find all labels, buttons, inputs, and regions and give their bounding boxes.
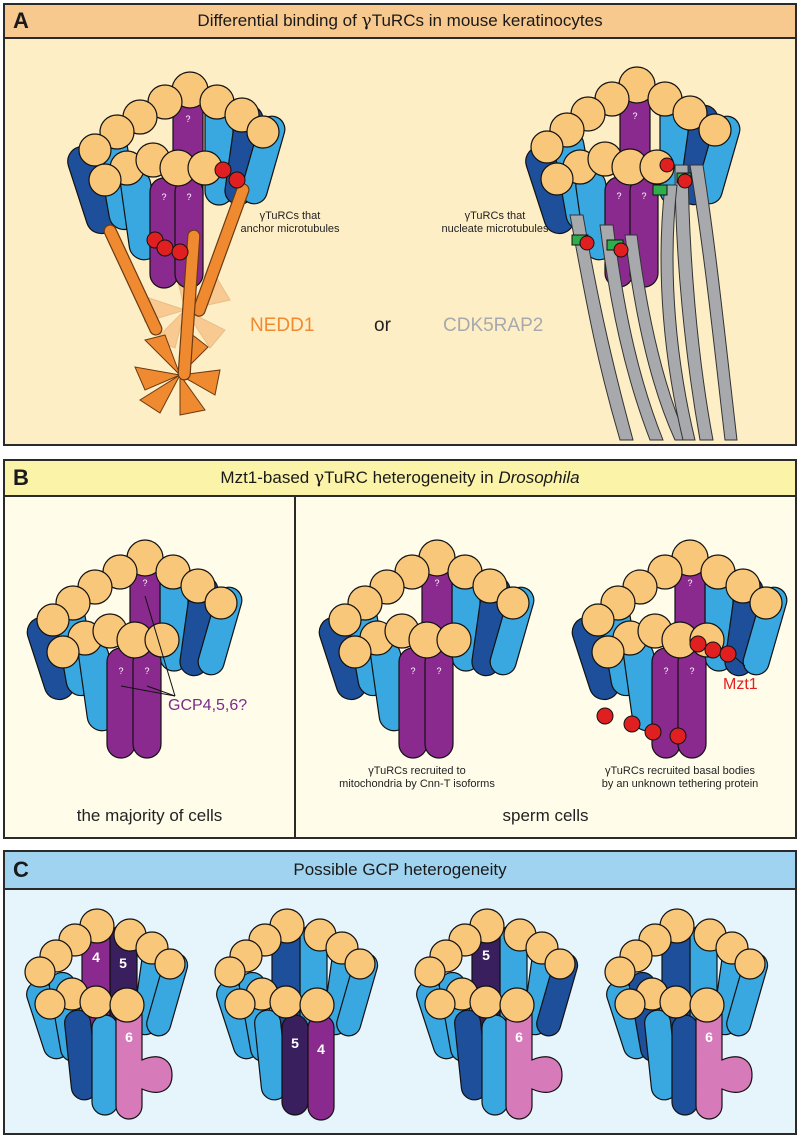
majority-cells-label: the majority of cells xyxy=(76,806,223,825)
gcp-number: 6 xyxy=(705,1029,713,1045)
gcp-number: 5 xyxy=(482,947,490,963)
question-mark: ? xyxy=(616,191,621,201)
panel-c-title: Possible GCP heterogeneity xyxy=(293,860,507,879)
question-mark: ? xyxy=(641,191,646,201)
question-mark: ? xyxy=(689,666,694,676)
gcp-ring-variant-4: 6 xyxy=(604,908,769,1120)
drosophila-turc-majority: ? ? ? xyxy=(26,539,243,759)
mitochondria-caption: γTuRCs recruited to mitochondria by Cnn-… xyxy=(339,765,495,790)
gcp-number: 5 xyxy=(291,1035,299,1051)
panel-b-header: Mzt1-based γTuRC heterogeneity in Drosop… xyxy=(5,461,795,497)
gcp-number: 4 xyxy=(317,1041,325,1057)
question-mark: ? xyxy=(687,578,692,588)
gcp-label: GCP4,5,6? xyxy=(168,697,248,714)
panel-a-header: Differential binding of γTuRCs in mouse … xyxy=(5,5,795,39)
drosophila-turc-mitochondria: ? ? ? xyxy=(318,539,535,759)
basal-body-caption: γTuRCs recruited basal bodies by an unkn… xyxy=(601,765,759,790)
sperm-cells-label: sperm cells xyxy=(502,806,589,825)
panel-b-letter: B xyxy=(13,465,29,490)
panel-a: Differential binding of γTuRCs in mouse … xyxy=(3,3,797,446)
panel-b: Mzt1-based γTuRC heterogeneity in Drosop… xyxy=(3,459,797,839)
panel-b-divider xyxy=(294,497,296,837)
nucleate-caption: γTuRCs that nucleate microtubules xyxy=(441,210,549,235)
panel-c: Possible GCP heterogeneity C 4 5 6 xyxy=(3,850,797,1135)
question-mark: ? xyxy=(142,578,147,588)
gcp-ring-variant-3: 5 6 xyxy=(414,908,579,1120)
gcp-number: 4 xyxy=(92,949,100,965)
question-mark: ? xyxy=(663,666,668,676)
panel-c-header: Possible GCP heterogeneity xyxy=(5,852,795,890)
panel-a-title: Differential binding of γTuRCs in mouse … xyxy=(197,11,603,31)
nucleating-turc-complex: ? ? ? xyxy=(525,66,741,441)
question-mark: ? xyxy=(161,192,166,202)
panel-b-title: Mzt1-based γTuRC heterogeneity in Drosop… xyxy=(220,468,580,488)
anchoring-turc-complex: ? ? ? xyxy=(67,71,286,416)
question-mark: ? xyxy=(118,666,123,676)
panel-a-letter: A xyxy=(13,8,29,33)
question-mark: ? xyxy=(144,666,149,676)
gcp-number: 5 xyxy=(119,955,127,971)
question-mark: ? xyxy=(632,111,637,121)
question-mark: ? xyxy=(410,666,415,676)
question-mark: ? xyxy=(185,114,190,124)
question-mark: ? xyxy=(186,192,191,202)
panel-c-letter: C xyxy=(13,857,29,882)
gcp-number: 6 xyxy=(515,1029,523,1045)
or-label: or xyxy=(374,315,391,336)
anchor-caption: γTuRCs that anchor microtubules xyxy=(240,210,340,235)
mzt1-label: Mzt1 xyxy=(723,676,758,693)
nedd1-flower xyxy=(134,332,221,416)
question-mark: ? xyxy=(436,666,441,676)
question-mark: ? xyxy=(434,578,439,588)
drosophila-turc-basal-body: ? ? ? xyxy=(571,539,788,759)
gcp-ring-variant-2: 5 4 xyxy=(214,908,379,1121)
gcp-ring-variant-1: 4 5 6 xyxy=(24,908,189,1120)
nedd1-label: NEDD1 xyxy=(250,315,315,336)
cdk5rap2-label: CDK5RAP2 xyxy=(443,315,544,336)
gcp-number: 6 xyxy=(125,1029,133,1045)
